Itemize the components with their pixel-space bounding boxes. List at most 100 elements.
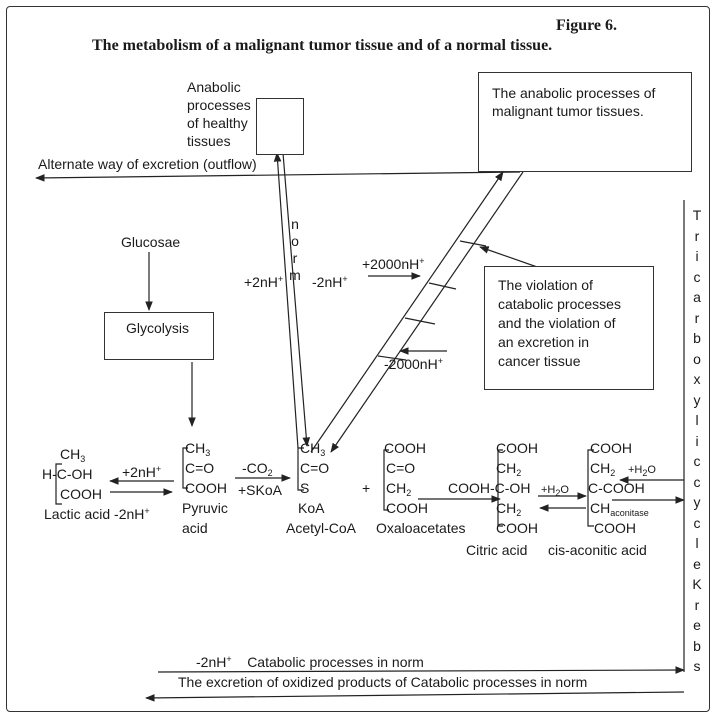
cross-mark (459, 240, 487, 247)
citric-l2: CH2 (496, 460, 522, 478)
cross-mark (404, 317, 436, 325)
citric-l3: COOH-C-OH (448, 480, 531, 496)
anabolic-healthy-box (256, 98, 304, 155)
vertical-letter: e (693, 617, 701, 633)
catabolic-norm-arrow (157, 666, 685, 674)
lactic-name: Lactic acid -2nH+ (44, 506, 150, 522)
citric-bracket (497, 449, 503, 527)
vertical-letter: i (695, 432, 699, 449)
excretion-norm-label: The excretion of oxidized products of Ca… (178, 674, 588, 690)
acetyl-name: Acetyl-CoA (286, 520, 357, 536)
vertical-letter: r (694, 309, 700, 326)
vertical-letter: K (692, 576, 702, 592)
vertical-letter: e (693, 555, 701, 572)
oxalo-l1: COOH (384, 440, 426, 456)
glycolysis-box (104, 312, 214, 360)
pyruvic-name-2: acid (182, 520, 208, 536)
vertical-letter: l (695, 535, 699, 551)
tumor-down-arrow (330, 171, 524, 453)
lactic-l1: CH3 (60, 446, 86, 464)
vertical-letter: c (693, 514, 701, 531)
cis-l5: COOH (594, 520, 636, 536)
cis-l3: C-COOH (588, 480, 645, 496)
plus-2000-label: +2000nH+ (362, 256, 425, 272)
figure-frame (6, 6, 710, 712)
norm-down-arrow (282, 152, 311, 447)
oxalo-l4: COOH (386, 500, 428, 516)
acetyl-bracket (297, 447, 304, 491)
glucose-label: Glucosae (121, 234, 181, 250)
citric-l5: COOH (496, 520, 538, 536)
minus-2000-label: -2000nH+ (384, 356, 443, 372)
cross-mark (377, 355, 407, 361)
cis-l4: CHaconitase (590, 500, 649, 518)
violation-pointer (479, 246, 541, 269)
acetyl-l3: S (300, 480, 310, 496)
excretion-alt-label: Alternate way of excretion (outflow) (38, 156, 257, 172)
vertical-letter: l (695, 412, 699, 428)
figure-title: The metabolism of a malignant tumor tiss… (92, 37, 553, 54)
tumor-up-arrow (310, 171, 504, 453)
pyruvic-bracket (182, 447, 188, 489)
acetyl-l2: C=O (300, 460, 330, 476)
pyruvic-l3: COOH (185, 480, 227, 496)
lactic-l2: H-C-OH (42, 466, 93, 482)
violation-label: The violation of catabolic processes and… (498, 277, 621, 369)
oxalo-name: Oxaloacetates (376, 520, 466, 536)
acetyl-l4: KoA (298, 500, 325, 516)
vertical-letter: y (693, 391, 701, 408)
norm-minus-label: -2nH+ (312, 274, 348, 290)
cis-bracket (587, 449, 594, 527)
citric-l4: CH2 (496, 500, 522, 518)
vertical-letter: y (693, 494, 701, 510)
vertical-letter: T (692, 207, 702, 223)
pyruvic-l2: C=O (185, 460, 215, 476)
citric-l1: COOH (496, 440, 538, 456)
h2o-plus-right: +H2O (628, 464, 656, 478)
vertical-letter: r (694, 596, 700, 613)
oxalo-l2: C=O (386, 460, 416, 476)
anabolic-healthy-label: Anabolic processes of healthy tissues (187, 79, 251, 149)
norm-plus-label: +2nH+ (244, 274, 284, 290)
vertical-letter: c (693, 268, 701, 285)
vertical-letter: x (693, 371, 701, 387)
norm-up-arrow (273, 152, 299, 449)
pyruvic-l1: CH3 (185, 440, 211, 458)
vertical-letter: m (289, 267, 301, 283)
excretion-norm-arrow (145, 691, 685, 702)
vertical-letter: c (693, 453, 701, 469)
vertical-letter: a (693, 289, 701, 305)
cis-name: cis-aconitic acid (548, 542, 647, 558)
catabolic-norm-label: -2nH+ Catabolic processes in norm (196, 654, 424, 670)
vertical-letter: r (694, 227, 700, 244)
conv-bottom: +SKoA (238, 482, 282, 498)
vertical-letter: n (291, 216, 299, 232)
vertical-letter: o (291, 233, 299, 249)
anabolic-tumor-label: The anabolic processes of malignant tumo… (492, 85, 656, 119)
vertical-letter: c (693, 473, 701, 490)
h2o-plus-center: +H2O (541, 484, 569, 498)
acetyl-l1: CH3 (300, 440, 326, 458)
pyruvic-name-1: Pyruvic (182, 500, 228, 516)
oxalo-l3: CH2 (386, 480, 412, 498)
citric-name: Citric acid (466, 542, 528, 558)
oxalo-bracket (383, 449, 389, 511)
vertical-letter: o (693, 350, 701, 367)
cis-l2: CH2 (590, 460, 616, 478)
anabolic-tumor-box (478, 72, 692, 172)
violation-box (484, 266, 654, 390)
vertical-letter: i (695, 248, 699, 264)
cross-mark (428, 282, 457, 290)
vertical-letter: s (693, 658, 701, 674)
cis-l1: COOH (590, 440, 632, 456)
vertical-letter: b (693, 330, 701, 346)
lactic-bracket (55, 463, 62, 505)
plus-sign: + (362, 480, 371, 496)
conv-top: -CO2 (242, 460, 273, 478)
lactic-plus-label: +2nH+ (122, 464, 162, 480)
figure-label: Figure 6. (556, 17, 618, 34)
vertical-letter: r (292, 250, 298, 266)
